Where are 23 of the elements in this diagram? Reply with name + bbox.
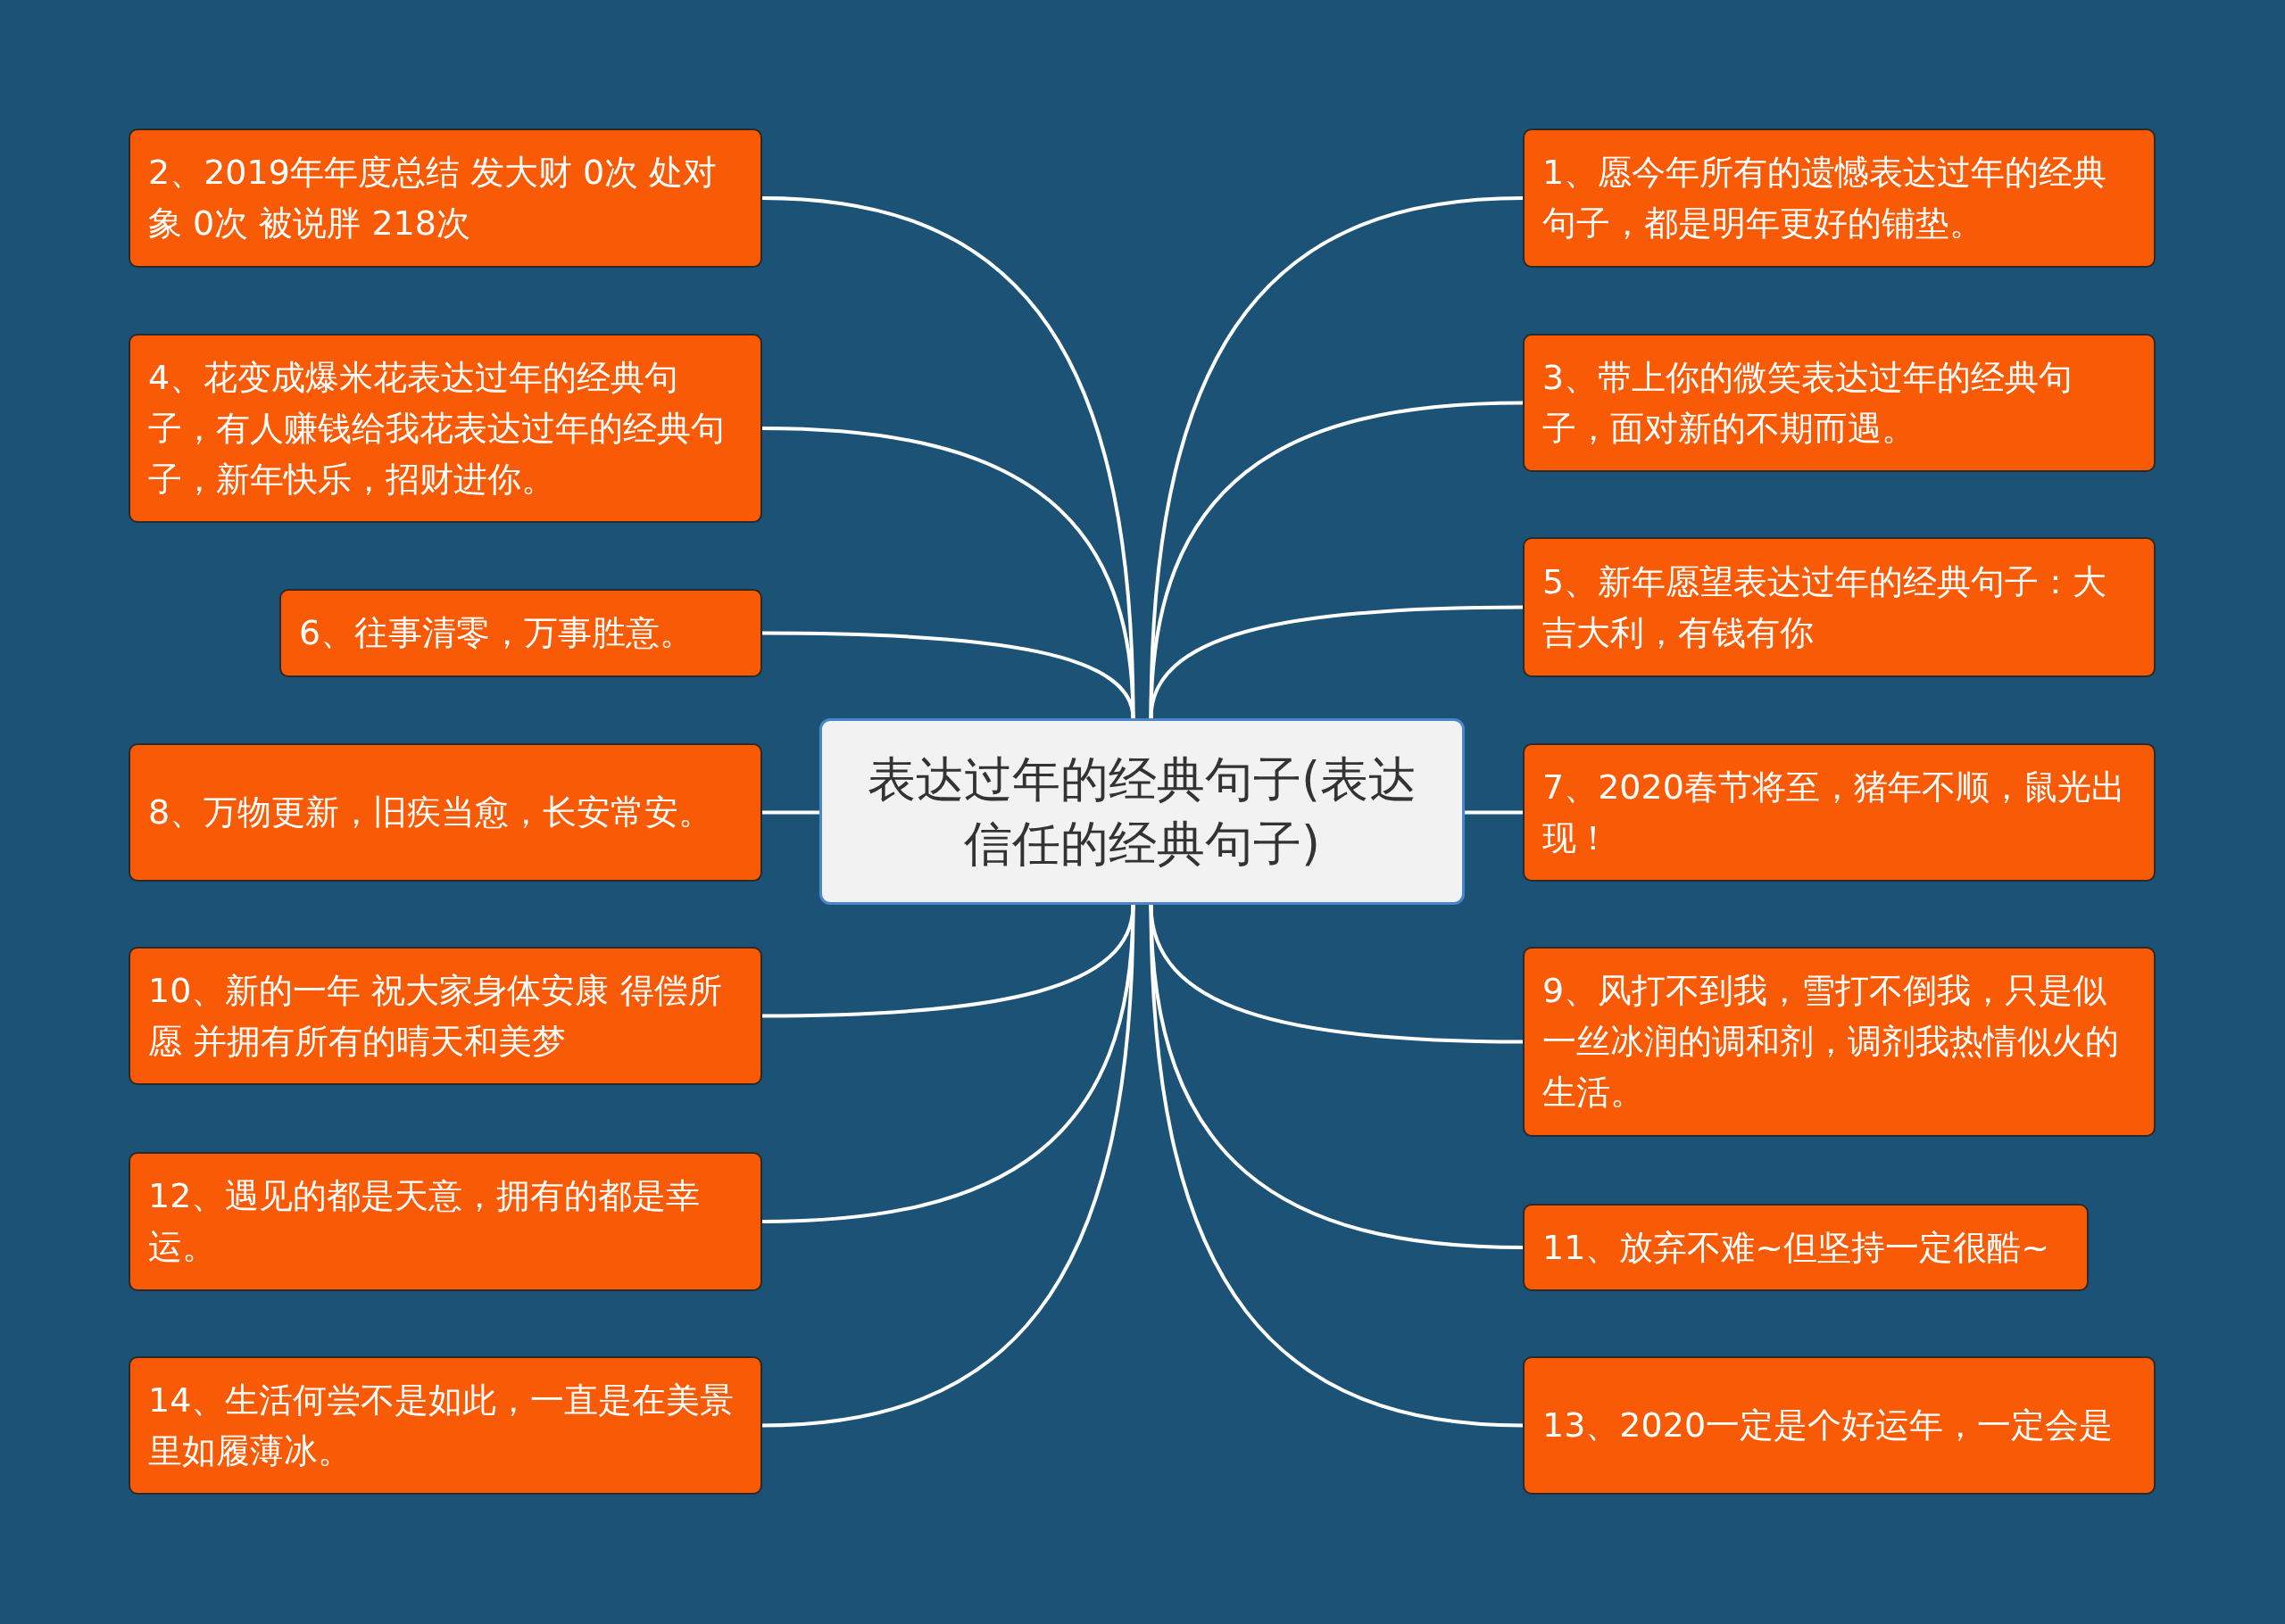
branch-box: 10、新的一年 祝大家身体安康 得偿所愿 并拥有所有的晴天和美梦 (129, 947, 762, 1085)
connector-line (762, 631, 1135, 719)
connector-line (1149, 196, 1524, 719)
connector-line (1149, 904, 1524, 1428)
branch-box: 6、往事清零，万事胜意。 (279, 589, 762, 677)
connector-line (1149, 605, 1524, 719)
branch-box: 1、愿今年所有的遗憾表达过年的经典句子，都是明年更好的铺垫。 (1523, 128, 2156, 268)
branch-box: 5、新年愿望表达过年的经典句子：大吉大利，有钱有你 (1523, 537, 2156, 677)
branch-box: 8、万物更新，旧疾当愈，长安常安。 (129, 743, 762, 882)
connector-line (762, 810, 819, 815)
branch-box: 7、2020春节将至，猪年不顺，鼠光出现！ (1523, 743, 2156, 882)
branch-box: 11、放弃不难~但坚持一定很酷~ (1523, 1204, 2089, 1291)
branch-box: 12、遇见的都是天意，拥有的都是幸运。 (129, 1152, 762, 1291)
connector-line (761, 904, 1135, 1428)
branch-box: 2、2019年年度总结 发大财 0次 处对象 0次 被说胖 218次 (129, 128, 762, 268)
topic-box: 表达过年的经典句子(表达信任的经典句子) (819, 718, 1465, 905)
branch-box: 4、花变成爆米花表达过年的经典句子，有人赚钱给我花表达过年的经典句子，新年快乐，招财进你。 (129, 334, 762, 523)
branch-box: 9、风打不到我，雪打不倒我，只是似一丝冰润的调和剂，调剂我热情似火的生活。 (1523, 947, 2156, 1137)
branch-box: 3、带上你的微笑表达过年的经典句子，面对新的不期而遇。 (1523, 334, 2156, 472)
branch-box: 14、生活何尝不是如此，一直是在美景里如履薄冰。 (129, 1356, 762, 1495)
connector-line (1465, 810, 1523, 815)
connector-line (1149, 401, 1524, 719)
branch-box: 13、2020一定是个好运年，一定会是 (1523, 1356, 2156, 1495)
